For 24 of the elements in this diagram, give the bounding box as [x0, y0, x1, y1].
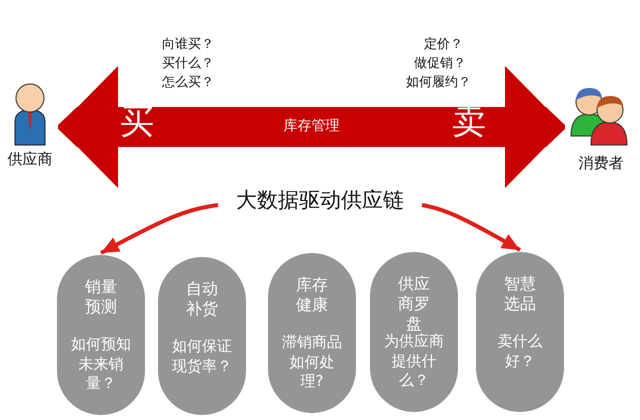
pill-text: 如何预知未来销量？ — [70, 335, 132, 394]
arrow-word: 买 — [120, 104, 154, 142]
question-text: 定价？ — [424, 38, 463, 52]
pill-heading: 供应商罗盘 — [397, 274, 431, 333]
question-text: 怎么买？ — [162, 76, 214, 90]
node-label: 消费者 — [578, 154, 624, 173]
question-text: 买什么？ — [162, 57, 214, 72]
arrow-word: 卖 — [452, 104, 486, 142]
pill-text: 卖什么好？ — [496, 332, 544, 371]
curved-arrow — [100, 203, 218, 255]
question-text: 向谁买？ — [162, 38, 214, 52]
pill-text: 为供应商提供什么？ — [383, 332, 445, 390]
pill-text: 滞销商品如何处理? — [281, 333, 343, 392]
pill-heading: 库存健康 — [295, 275, 329, 315]
edge-label: 库存管理 — [282, 117, 342, 135]
pill-heading: 自动补货 — [185, 279, 219, 319]
question-text: 做促销？ — [414, 57, 466, 72]
pill-heading: 销量预测 — [84, 277, 118, 317]
node-label: 供应商 — [6, 150, 54, 169]
pill-heading: 智慧选品 — [503, 274, 537, 314]
question-text: 如何履约？ — [406, 76, 471, 90]
curved-arrow — [422, 203, 521, 252]
pill-text: 如何保证现货率？ — [171, 337, 233, 376]
node-label: 大数据驱动供应链 — [235, 187, 405, 214]
